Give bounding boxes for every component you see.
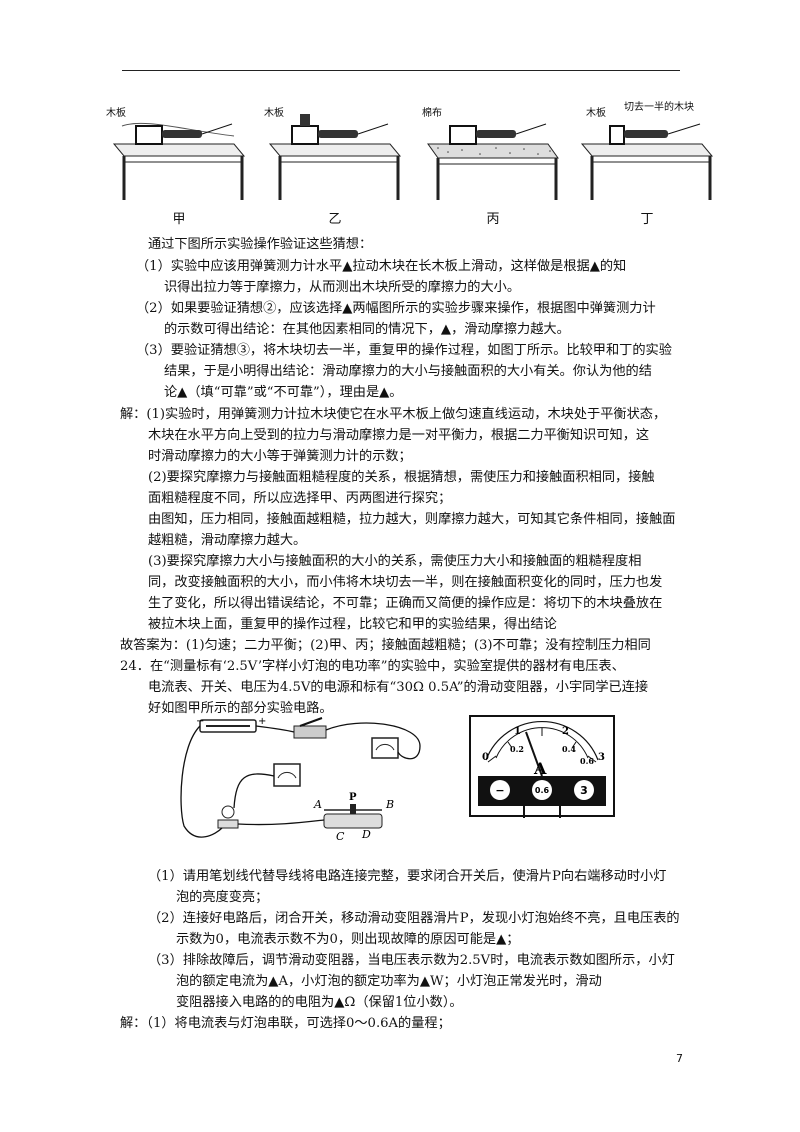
scale-label: 0.2 <box>510 744 524 754</box>
svg-text:+: + <box>258 716 266 727</box>
subquestion-line: （2）连接好电路后，闭合开关，移动滑动变阻器滑片P，发现小灯泡始终不亮，且电压表… <box>148 911 680 926</box>
scale-label: 0.6 <box>580 756 594 766</box>
solution-line: 越粗糙，滑动摩擦力越大。 <box>148 533 307 548</box>
question-line: 论▲（填“可靠”或“不可靠”），理由是▲。 <box>164 385 403 400</box>
question-line: （1）实验中应该用弹簧测力计水平▲拉动木块在长木板上滑动，这样做是根据▲的知 <box>136 259 627 274</box>
figure-ding: 木板 切去一半的木块 丁 <box>572 96 722 227</box>
figure-jia: 木板 甲 <box>104 96 254 227</box>
scale-label: 3 <box>598 752 605 763</box>
figure-tag: 棉布 <box>422 108 442 119</box>
solution-line: 生了变化，所以得出错误结论，不可靠；正确而又简便的操作应是：将切下的木块叠放在 <box>148 596 663 611</box>
header-rule <box>122 70 680 71</box>
question-line: （3）要验证猜想③，将木块切去一半，重复甲的操作过程，如图丁所示。比较甲和丁的实… <box>136 343 672 358</box>
solution-line: 同，改变接触面积的大小，而小伟将木块切去一半，则在接触面积变化的同时，压力也发 <box>148 575 663 590</box>
ammeter-unit-label: A <box>533 759 547 778</box>
needle <box>525 731 543 777</box>
terminal-label: B <box>385 798 394 811</box>
subquestion-line: （3）排除故障后，调节滑动变阻器，当电压表示数为2.5V时，电流表示数如图所示，… <box>148 953 675 968</box>
terminal-label: A <box>313 798 322 811</box>
figure-tag-cut-block: 切去一半的木块 <box>624 102 694 113</box>
terminal-label: D <box>361 828 371 841</box>
solution-line: 时滑动摩擦力的大小等于弹簧测力计的示数； <box>148 449 412 464</box>
figure-bing: 棉布 丙 <box>418 96 568 227</box>
terminal-label: P <box>349 792 357 803</box>
solution-line: 被拉木块上面，重复甲的操作过程，比较它和甲的实验结果，得出结论 <box>148 617 557 632</box>
subquestion-line: （1）请用笔划线代替导线将电路连接完整，要求闭合开关后，使滑片P向右端移动时小灯 <box>148 869 667 884</box>
ammeter-device <box>273 763 301 787</box>
table-setup-illustration <box>112 122 246 200</box>
solution-line: 解：(1)实验时，用弹簧测力计拉木块使它在水平木板上做匀速直线运动，木块处于平衡… <box>120 407 667 422</box>
figure-tag: 木板 <box>106 108 126 119</box>
terminal-label: C <box>336 830 345 843</box>
page-number: 7 <box>676 1052 683 1065</box>
circuit-diagram: − + A P B C D <box>180 716 421 843</box>
question-24-line: 电流表、开关、电压为4.5V的电源和标有“30Ω 0.5A”的滑动变阻器，小宇同… <box>148 680 649 695</box>
table-setup-illustration <box>427 123 559 200</box>
ammeter-dial: 0 1 2 3 0.2 0.4 0.6 A − 0.6 3 <box>469 715 615 818</box>
solution-line: 木块在水平方向上受到的拉力与滑动摩擦力是一对平衡力，根据二力平衡知识可知，这 <box>148 428 650 443</box>
figure-label: 甲 <box>172 212 186 227</box>
subquestion-line: 泡的额定电流为▲A，小灯泡的额定功率为▲W；小灯泡正常发光时，滑动 <box>176 974 602 989</box>
solution-line: 面粗糙程度不同，所以应选择甲、丙两图进行探究； <box>148 491 452 506</box>
figure-label: 丙 <box>486 212 500 227</box>
terminal-negative: − <box>495 784 504 797</box>
subquestion-line: 泡的亮度变亮； <box>176 890 269 905</box>
figure-tag: 木板 <box>586 108 606 119</box>
question-line: 识得出拉力等于摩擦力，从而测出木块所受的摩擦力的大小。 <box>164 280 521 295</box>
question-line: 结果，于是小明得出结论：滑动摩擦力的大小与接触面积的大小有关。你认为他的结 <box>164 364 652 379</box>
figure-tag: 木板 <box>264 108 284 119</box>
solution-line: (3)要探究摩擦力大小与接触面积的大小的关系，需使压力大小和接触面的粗糙程度相 <box>148 554 642 569</box>
question-line: （2）如果要验证猜想②，应该选择▲两幅图所示的实验步骤来操作，根据图中弹簧测力计 <box>136 301 656 316</box>
switch <box>293 725 327 739</box>
experiment-figures: 木板 甲 木板 <box>100 96 722 227</box>
answer-line: 故答案为：(1)匀速；二力平衡；(2)甲、丙；接触面越粗糙；(3)不可靠；没有控… <box>120 638 651 653</box>
terminal-3: 3 <box>580 784 588 797</box>
scale-label: 1 <box>514 726 521 737</box>
figure-label: 乙 <box>328 212 342 227</box>
terminal-0.6: 0.6 <box>535 786 550 795</box>
bulb <box>221 805 235 819</box>
figure-label: 丁 <box>640 212 654 227</box>
svg-text:−: − <box>196 716 204 727</box>
solution-line: (2)要探究摩擦力与接触面粗糙程度的关系，根据猜想，需使压力和接触面积相同，接触 <box>148 470 655 485</box>
intro-text: 通过下图所示实验操作验证这些猜想： <box>148 237 373 252</box>
scale-label: 2 <box>562 726 569 737</box>
scale-zero: 0 <box>482 752 489 763</box>
question-24-line: 24．在“测量标有‘2.5V’字样小灯泡的电功率”的实验中，实验室提供的器材有电… <box>120 659 625 674</box>
rheostat <box>323 813 383 829</box>
subquestion-line: 示数为0，电流表示数不为0，则出现故障的原因可能是▲； <box>176 932 520 947</box>
voltmeter <box>371 737 399 759</box>
table-setup-illustration <box>268 114 402 200</box>
solution-line: 由图知，压力相同，接触面越粗糙，拉力越大，则摩擦力越大，可知其它条件相同，接触面 <box>148 512 676 527</box>
table-setup-illustration <box>580 123 714 200</box>
subquestion-line: 变阻器接入电路的的电阻为▲Ω（保留1位小数）。 <box>176 995 463 1010</box>
figure-yi: 木板 乙 <box>260 96 410 227</box>
question-line: 的示数可得出结论：在其他因素相同的情况下，▲，滑动摩擦力越大。 <box>164 322 570 337</box>
scale-label: 0.4 <box>562 744 576 754</box>
question-24-line: 好如图甲所示的部分实验电路。 <box>148 701 333 716</box>
solution-24-line: 解：（1）将电流表与灯泡串联，可选择0～0.6A的量程； <box>120 1016 451 1031</box>
